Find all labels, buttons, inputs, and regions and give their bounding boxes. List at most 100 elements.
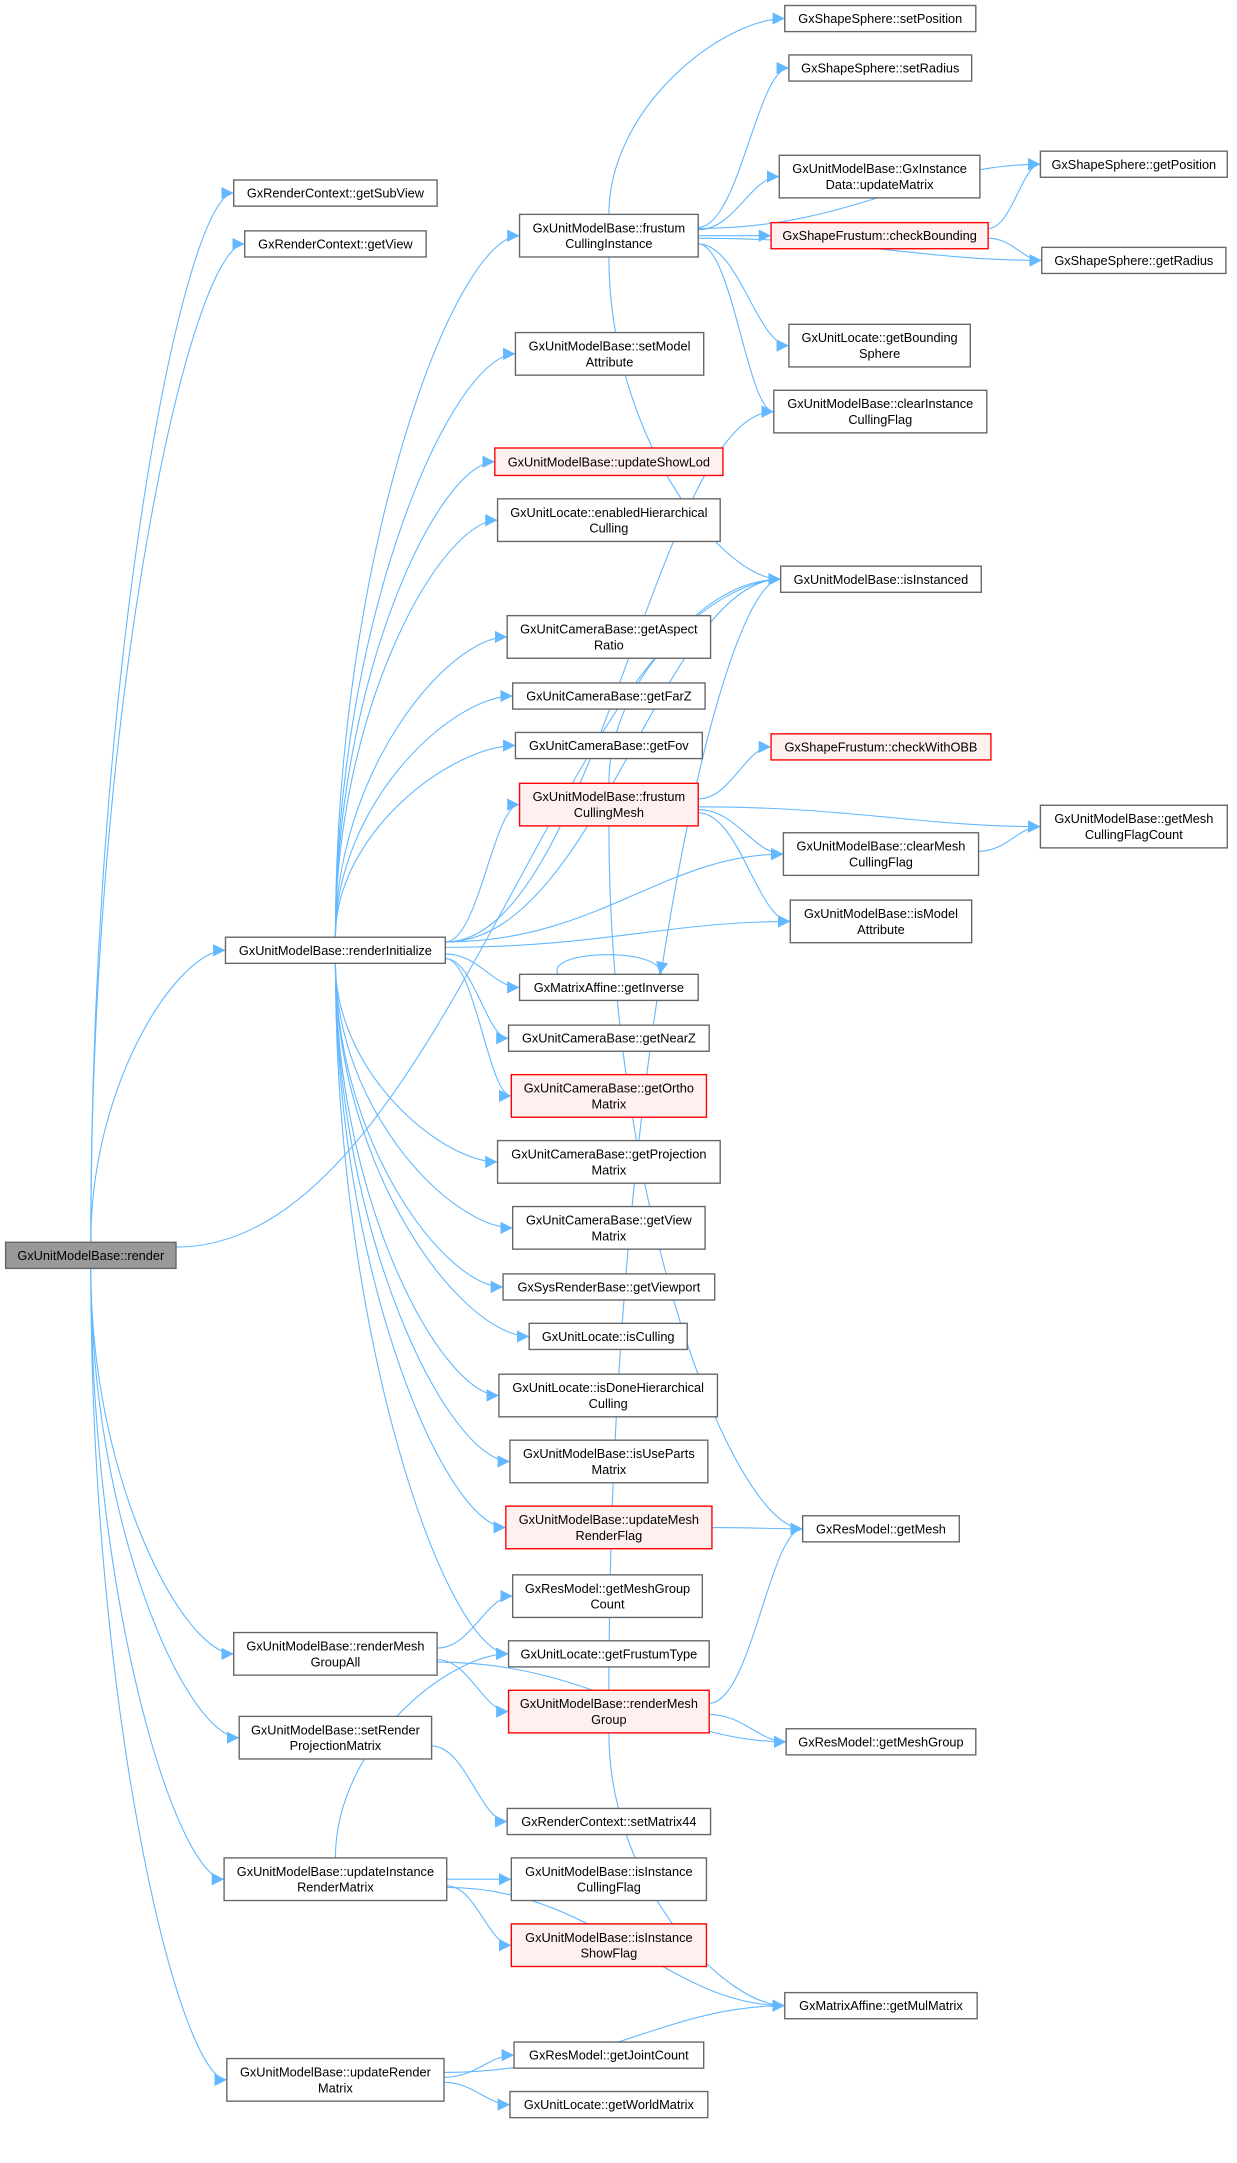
node-label: GxResModel::getMeshGroup [525, 1581, 690, 1596]
node-get-frustum-type[interactable]: GxUnitLocate::getFrustumType [507, 1640, 710, 1668]
edge-renderMeshGroup-to-getMeshGroup [709, 1714, 787, 1748]
node-render-initialize[interactable]: GxUnitModelBase::renderInitialize [224, 936, 447, 965]
node-label: GroupAll [311, 1654, 361, 1669]
node-label: GxUnitModelBase::updateShowLod [508, 454, 710, 469]
node-get-inverse[interactable]: GxMatrixAffine::getInverse [518, 973, 699, 1002]
node-label: Culling [589, 1396, 628, 1411]
node-label: GxUnitCameraBase::getAspect [520, 622, 698, 637]
node-label: GxUnitModelBase::GxInstance [792, 161, 967, 176]
node-box [233, 1631, 438, 1676]
edge-updateMeshRenderFlag-to-getMesh [711, 1522, 803, 1535]
node-is-instanced[interactable]: GxUnitModelBase::isInstanced [779, 565, 982, 593]
node-label: GxUnitCameraBase::getFarZ [526, 689, 692, 704]
node-check-bounding[interactable]: GxShapeFrustum::checkBounding [770, 221, 989, 250]
node-label: ProjectionMatrix [290, 1738, 382, 1753]
node-get-near-z[interactable]: GxUnitCameraBase::getNearZ [507, 1024, 710, 1052]
edges [90, 12, 1042, 2111]
edge-renderInitialize-to-updateShowLod [334, 455, 495, 938]
node-label: GxUnitModelBase::setRender [251, 1722, 421, 1737]
node-get-joint-count[interactable]: GxResModel::getJointCount [513, 2041, 705, 2069]
node-set-matrix44[interactable]: GxRenderContext::setMatrix44 [506, 1807, 712, 1836]
node-box [511, 1205, 706, 1250]
node-set-position[interactable]: GxShapeSphere::setPosition [784, 4, 977, 33]
node-get-radius[interactable]: GxShapeSphere::getRadius [1041, 246, 1227, 275]
edge-render-to-setRenderProjectionMatrix [90, 1268, 240, 1744]
node-get-mesh-group[interactable]: GxResModel::getMeshGroup [785, 1728, 977, 1756]
edge-frustumCullingInstance-to-clearInstanceCullingFlag [698, 243, 774, 418]
node-get-world-matrix[interactable]: GxUnitLocate::getWorldMatrix [509, 2090, 709, 2119]
edge-updateRenderMatrix-to-getMulMatrix [443, 1999, 785, 2073]
node-box [773, 389, 988, 434]
edge-renderInitialize-to-clearMeshCullingFlag [445, 847, 784, 943]
node-label: CullingFlagCount [1085, 827, 1183, 842]
node-box [528, 1322, 688, 1351]
node-update-show-lod[interactable]: GxUnitModelBase::updateShowLod [494, 447, 724, 477]
node-box [784, 1991, 978, 2020]
node-box [1041, 246, 1227, 275]
node-label: GxUnitCameraBase::getProjection [511, 1147, 706, 1162]
nodes: GxUnitModelBase::renderGxRenderContext::… [4, 4, 1228, 2119]
node-is-culling[interactable]: GxUnitLocate::isCulling [528, 1322, 688, 1351]
node-get-mesh[interactable]: GxResModel::getMesh [801, 1515, 960, 1543]
node-box [506, 1807, 712, 1836]
edge-frustumCullingMesh-to-clearMeshCullingFlag [698, 808, 784, 861]
node-set-render-projection-matrix[interactable]: GxUnitModelBase::setRenderProjectionMatr… [238, 1715, 433, 1760]
node-label: GxShapeFrustum::checkBounding [782, 228, 976, 243]
node-get-viewport[interactable]: GxSysRenderBase::getViewport [502, 1273, 716, 1301]
node-clear-instance-culling-flag[interactable]: GxUnitModelBase::clearInstanceCullingFla… [773, 389, 988, 434]
node-label: GxUnitModelBase::isModel [804, 906, 958, 921]
edge-updateRenderMatrix-to-getJointCount [443, 2048, 515, 2078]
node-get-mul-matrix[interactable]: GxMatrixAffine::getMulMatrix [784, 1991, 978, 2020]
node-get-fov[interactable]: GxUnitCameraBase::getFov [514, 731, 704, 760]
node-label: CullingInstance [565, 236, 652, 251]
node-label: GxRenderContext::getSubView [247, 186, 425, 201]
edge-render-to-getView [90, 237, 245, 1243]
node-label: GxUnitModelBase::renderMesh [246, 1638, 424, 1653]
node-check-with-o-b-b[interactable]: GxShapeFrustum::checkWithOBB [770, 733, 992, 761]
node-update-matrix[interactable]: GxUnitModelBase::GxInstanceData::updateM… [778, 154, 981, 199]
node-box [514, 331, 705, 376]
node-label: GxUnitModelBase::setModel [529, 338, 691, 353]
node-label: GxUnitLocate::getFrustumType [521, 1646, 698, 1661]
node-label: GxUnitModelBase::clearInstance [787, 396, 973, 411]
node-label: GxRenderContext::getView [258, 236, 413, 251]
node-get-position[interactable]: GxShapeSphere::getPosition [1039, 150, 1228, 178]
edge-checkBounding-to-getPosition [988, 158, 1041, 230]
edge-render-to-updateRenderMatrix [90, 1268, 227, 2086]
node-get-far-z[interactable]: GxUnitCameraBase::getFarZ [511, 682, 706, 710]
node-label: GxUnitModelBase::isUseParts [523, 1446, 695, 1461]
node-update-instance-render-matrix[interactable]: GxUnitModelBase::updateInstanceRenderMat… [223, 1857, 448, 1902]
node-label: GxUnitModelBase::isInstance [525, 1864, 692, 1879]
node-label: GxSysRenderBase::getViewport [517, 1279, 700, 1294]
node-box [224, 936, 447, 965]
node-label: GxUnitModelBase::updateMesh [519, 1512, 699, 1527]
node-render[interactable]: GxUnitModelBase::render [4, 1241, 177, 1270]
node-box [779, 565, 982, 593]
node-get-sub-view[interactable]: GxRenderContext::getSubView [233, 179, 438, 207]
node-set-radius[interactable]: GxShapeSphere::setRadius [788, 54, 973, 82]
node-get-view[interactable]: GxRenderContext::getView [244, 230, 427, 258]
node-box [494, 447, 724, 477]
node-box [785, 1728, 977, 1756]
